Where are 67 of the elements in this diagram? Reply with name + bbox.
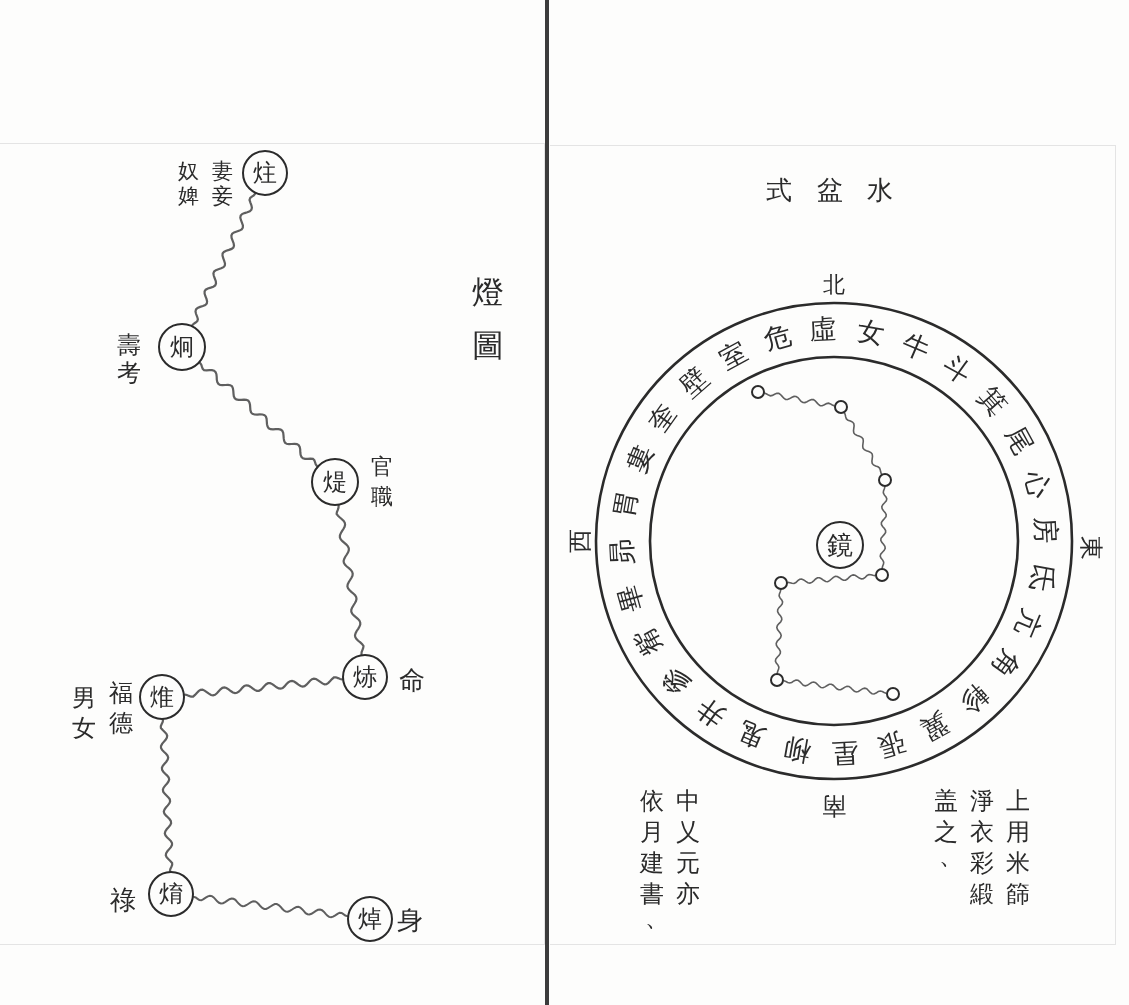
mansion-label: 危 [759,320,794,354]
mansion-label: 心 [1021,466,1055,501]
mansion-label: 婁 [620,441,657,477]
wavy-line [843,412,883,475]
side-label: 官職 [370,453,394,511]
title-text: 水 [867,177,893,203]
note-text: 淨衣彩緞 [969,786,995,910]
side-label: 祿 [109,885,137,915]
wavy-line [198,361,319,468]
star-dot [774,576,788,590]
side-label: 壽考 [116,331,142,387]
direction-label: 東 [1079,536,1103,560]
mansion-label: 胃 [609,488,641,520]
note-text: 上用米篩 [1005,786,1031,910]
mansion-label: 室 [714,336,751,374]
wavy-line [192,894,349,919]
mansion-label: 氐 [1027,562,1059,594]
star-dot [878,473,892,487]
wavy-line [191,192,257,327]
mansion-label: 亢 [1011,605,1048,641]
title-text: 式 [766,177,792,203]
title-text: 盆 [817,177,843,203]
lamp-circle: 焃 [342,654,388,700]
mansion-label: 翼 [917,708,954,746]
star-dot [834,400,848,414]
mansion-label: 畢 [613,581,647,616]
direction-label: 西 [568,529,592,553]
lamp-circle: 炷 [242,150,288,196]
wavy-line [783,679,887,695]
side-label: 奴婢 [176,159,200,209]
lamp-circle: 焳 [139,674,185,720]
star-dot [875,568,889,582]
title-text: 燈圖 [471,272,505,366]
direction-label: 南 [822,794,846,818]
mansion-label: 鬼 [734,718,770,755]
mansion-label: 觜 [629,624,667,661]
mansion-label: 女 [855,316,887,348]
side-label: 男女 [71,683,97,743]
side-label: 命 [398,665,426,695]
note-text: 中乂元亦 [675,786,701,910]
wavy-line [335,504,365,656]
wavy-line [774,589,784,674]
mansion-label: 尾 [1001,421,1039,458]
wavy-line [159,718,174,873]
mansion-label: 張 [874,728,909,762]
mansion-label: 牛 [898,327,934,364]
star-dot [886,687,900,701]
wavy-line [879,486,888,569]
mansion-label: 柳 [781,734,813,766]
wavy-line [764,392,835,407]
lamp-circle: 煶 [311,458,359,506]
mansion-label: 星 [830,738,859,767]
side-label: 身 [396,905,424,935]
mansion-label: 昴 [608,537,637,566]
lamp-circle: 焴 [148,871,194,917]
direction-label: 北 [823,274,845,296]
side-label: 妻妾 [210,159,234,209]
star-dot [751,385,765,399]
wavy-line [787,573,876,585]
side-label: 福德 [108,678,134,738]
wavy-line [183,676,344,698]
mansion-label: 虛 [809,315,838,344]
lamp-circle: 炯 [158,323,206,371]
mansion-label: 房 [1031,516,1060,545]
lamp-circle: 焯 [347,896,393,942]
mirror-circle: 鏡 [816,521,864,569]
star-dot [770,673,784,687]
